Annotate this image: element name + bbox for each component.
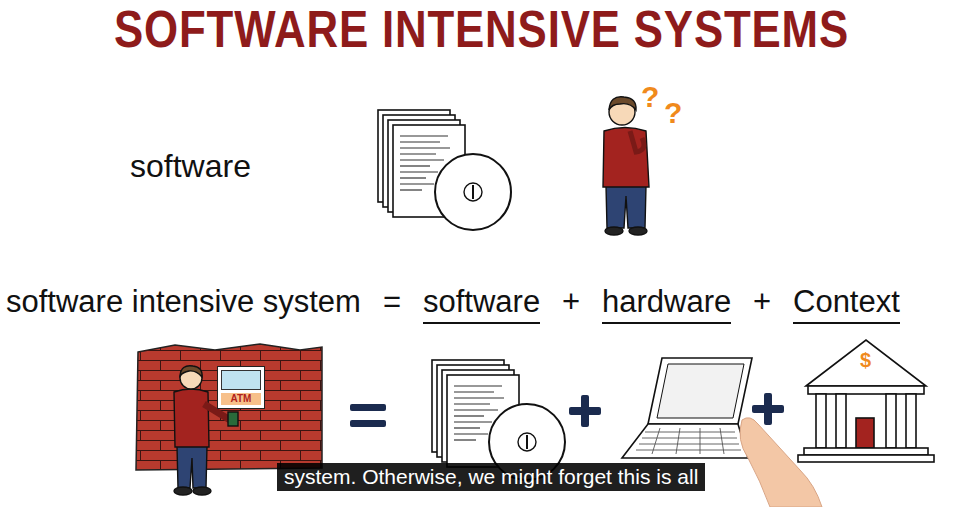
question-mark: ? xyxy=(641,80,659,115)
currency-sign: $ xyxy=(860,349,871,372)
thinking-person xyxy=(603,97,649,235)
subtitle-caption: system. Otherwise, we might forget this … xyxy=(277,463,705,491)
equals-symbol xyxy=(350,404,386,427)
atm-text: ATM xyxy=(221,393,261,405)
equation-term: Context xyxy=(793,284,900,324)
label: software xyxy=(130,148,251,185)
pointing-hand xyxy=(740,418,822,507)
question-mark: ? xyxy=(664,96,682,131)
software-icon xyxy=(378,110,511,230)
equation-term: software intensive system xyxy=(6,284,361,320)
equation-term: software xyxy=(423,284,540,324)
plus-symbol xyxy=(569,395,601,427)
plus-symbol xyxy=(752,393,784,425)
equation-term: = xyxy=(383,284,401,320)
equation-term: + xyxy=(562,284,580,320)
bank-icon xyxy=(798,340,934,462)
equation-term: hardware xyxy=(602,284,731,324)
brick-wall xyxy=(136,344,322,470)
atm-sign: ATM xyxy=(217,366,265,409)
title: SOFTWARE INTENSIVE SYSTEMS xyxy=(114,0,849,60)
atm-screen xyxy=(221,370,261,390)
laptop-icon xyxy=(622,358,752,458)
software-icon xyxy=(432,360,565,480)
equation-term: + xyxy=(753,284,771,320)
